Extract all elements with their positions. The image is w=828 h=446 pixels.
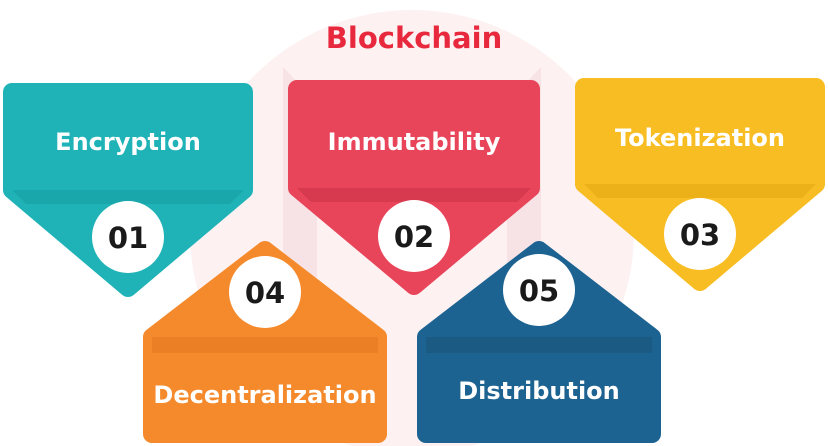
item-label: Encryption [55, 128, 201, 156]
item-number: 01 [108, 221, 148, 255]
diagram-title: Blockchain [326, 21, 502, 55]
number-circle [503, 254, 575, 326]
item-label: Tokenization [615, 124, 785, 152]
item-encryption: 01 Encryption [3, 83, 253, 297]
item-number: 03 [680, 218, 720, 252]
item-label: Immutability [328, 128, 501, 156]
item-fold-band [297, 188, 531, 202]
item-fold-band [426, 337, 652, 353]
number-circle [664, 198, 736, 270]
item-number: 02 [394, 220, 434, 254]
item-tokenization: 03 Tokenization [575, 78, 825, 291]
item-immutability: 02 Immutability [288, 80, 540, 295]
item-fold-band [152, 337, 378, 353]
item-number: 05 [519, 274, 559, 308]
item-label: Decentralization [153, 381, 376, 409]
item-fold-band [12, 190, 244, 204]
number-circle [92, 201, 164, 273]
item-fold-band [584, 184, 816, 198]
number-circle [229, 256, 301, 328]
item-label: Distribution [458, 377, 620, 405]
item-number: 04 [245, 276, 285, 310]
number-circle [378, 200, 450, 272]
item-shape [288, 80, 540, 295]
